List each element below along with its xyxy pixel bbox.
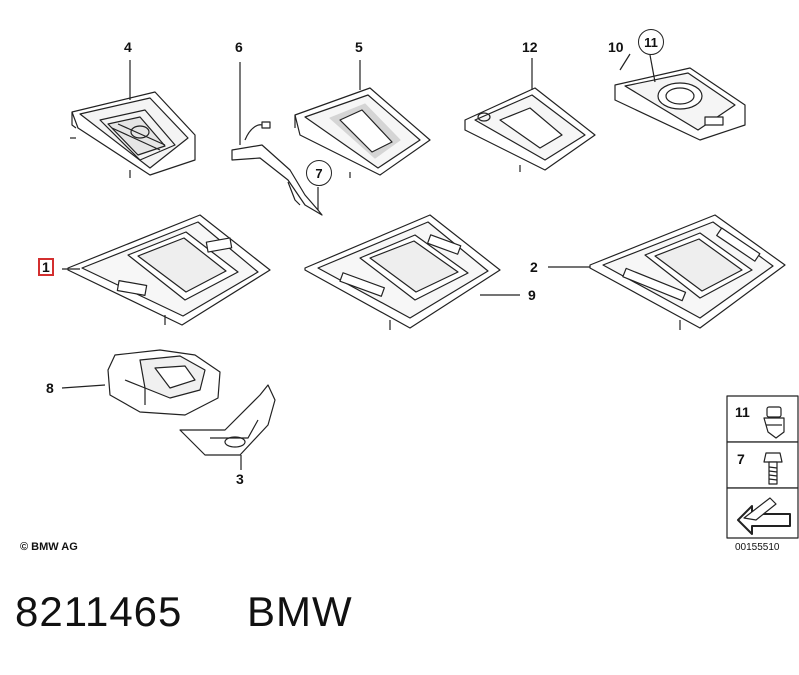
callout-4: 4 xyxy=(124,39,132,55)
part-2-drawing xyxy=(548,214,786,330)
brand-name: BMW xyxy=(247,588,353,635)
callout-12: 12 xyxy=(522,39,538,55)
callout-5: 5 xyxy=(355,39,363,55)
part-3-drawing xyxy=(179,384,276,470)
callout-1: 1 xyxy=(38,258,54,276)
part-1-drawing xyxy=(62,214,271,326)
part-12-drawing xyxy=(464,58,596,172)
screw-icon xyxy=(763,452,783,485)
part-8-drawing xyxy=(61,349,221,416)
callout-11: 11 xyxy=(638,29,664,55)
legend-label-screw: 7 xyxy=(737,451,745,467)
direction-arrow-icon xyxy=(737,497,791,535)
clip-icon xyxy=(763,406,785,439)
part-number: 8211465 xyxy=(15,588,183,635)
callout-7: 7 xyxy=(306,160,332,186)
callout-10: 10 xyxy=(608,39,624,55)
callout-9: 9 xyxy=(528,287,536,303)
document-number: 00155510 xyxy=(735,542,780,553)
callout-3: 3 xyxy=(236,471,244,487)
copyright-text: © BMW AG xyxy=(20,541,78,553)
callout-2: 2 xyxy=(530,259,538,275)
part-10-drawing xyxy=(614,53,746,141)
part-5-drawing xyxy=(294,60,431,178)
part-4-drawing xyxy=(70,60,196,178)
part-6-drawing xyxy=(231,62,323,216)
callout-6: 6 xyxy=(235,39,243,55)
legend-label-clip: 11 xyxy=(735,404,750,420)
part-9-drawing xyxy=(304,214,520,330)
callout-8: 8 xyxy=(46,380,54,396)
